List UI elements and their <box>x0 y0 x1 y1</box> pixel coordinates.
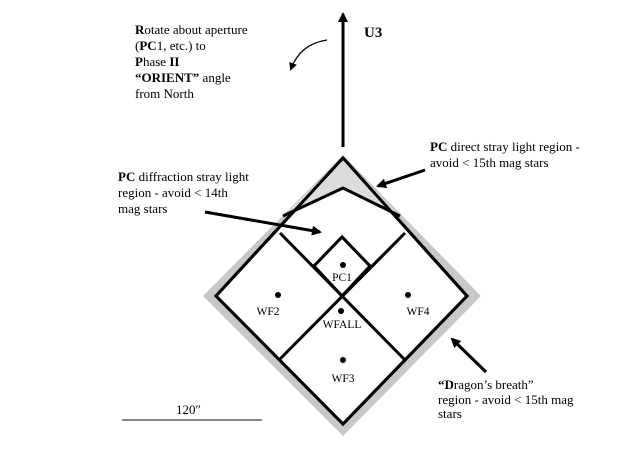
aperture-dot-wf3 <box>340 357 346 363</box>
pc-direct-boundary <box>282 186 401 218</box>
label-wf3: WF3 <box>332 373 355 385</box>
u3-label: U3 <box>364 25 382 41</box>
pc-direct-note: PC direct stray light region - avoid < 1… <box>430 139 583 170</box>
aperture-dot-wf4 <box>405 292 411 298</box>
dragons-breath-note: “Dragon’s breath” region - avoid < 15th … <box>438 377 577 421</box>
label-wf2: WF2 <box>257 306 280 318</box>
aperture-dot-wfall <box>338 308 344 314</box>
pc-diffraction-arrow <box>204 210 322 236</box>
dragons-breath-arrow <box>450 337 488 374</box>
rotate-note: Rotate about aperture (PC1, etc.) to Pha… <box>135 22 251 101</box>
aperture-dot-pc1 <box>340 262 346 268</box>
label-wf4: WF4 <box>407 306 430 318</box>
label-pc1: PC1 <box>332 272 352 284</box>
aperture-dot-wf2 <box>275 292 281 298</box>
rotate-arrow-icon <box>289 39 328 71</box>
scale-label: 120″ <box>176 402 201 417</box>
label-wfall: WFALL <box>323 319 362 331</box>
pc-diffraction-note: PC diffraction stray light region - avoi… <box>118 169 252 216</box>
pc-direct-arrow <box>376 168 426 189</box>
